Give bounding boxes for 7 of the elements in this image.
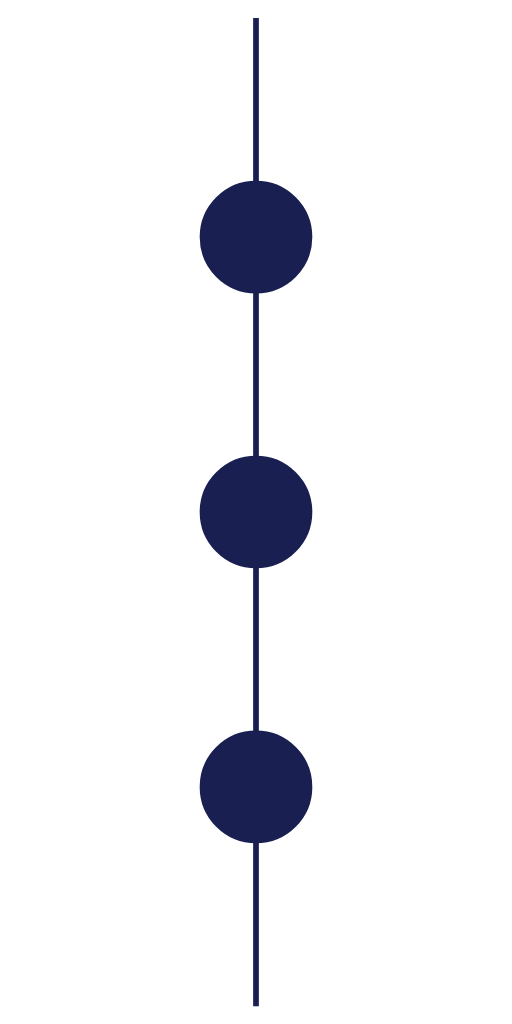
node-circle bbox=[199, 455, 313, 569]
connector bbox=[253, 842, 259, 1007]
connector bbox=[253, 292, 259, 457]
node-circle bbox=[199, 180, 313, 294]
connector bbox=[253, 18, 259, 182]
connector bbox=[253, 567, 259, 732]
node-circle bbox=[199, 730, 313, 844]
